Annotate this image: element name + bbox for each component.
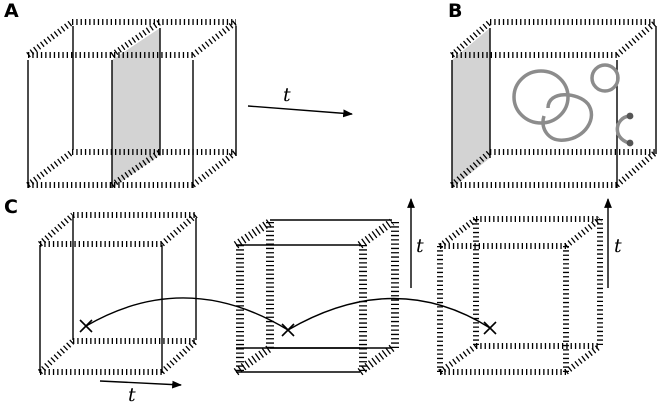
panel-c-cube-middle [233,218,399,376]
panel-b-label: B [448,0,462,22]
cross-left [79,319,93,333]
panel-b-face [452,28,490,188]
arc-endpoint-top [626,112,634,120]
c-middle-time-label: t [416,235,424,257]
panel-a-box [26,19,238,188]
panel-c-label: C [4,196,18,218]
large-loop [512,69,570,125]
c-right-time-arrow: t [604,198,622,288]
panel-a-label: A [4,0,19,22]
panel-b-loops [512,63,630,145]
c-middle-time-arrow: t [407,198,424,288]
panel-a: A [4,0,238,188]
panel-c-cube-right [437,216,603,375]
cross-right [483,321,497,335]
c-bottom-time-label: t [128,384,136,403]
a-to-b-arrow: t [247,84,353,118]
boundary-arc [615,114,630,145]
panel-b-box [450,19,658,188]
a-to-b-time-label: t [283,84,291,106]
panel-a-slice [112,28,160,188]
panel-c: C t [4,196,622,403]
panel-b: B [448,0,658,188]
linked-loop [541,93,594,142]
arc-endpoint-bottom [626,139,634,147]
c-right-time-label: t [614,235,622,257]
c-crosses [79,319,497,337]
c-connecting-curve [85,297,491,331]
arc-left [85,297,289,331]
panel-c-cube-left [37,212,199,375]
small-loop [590,63,620,93]
c-bottom-time-arrow: t [99,380,182,403]
cross-middle [281,323,295,337]
arc-right [287,297,491,331]
